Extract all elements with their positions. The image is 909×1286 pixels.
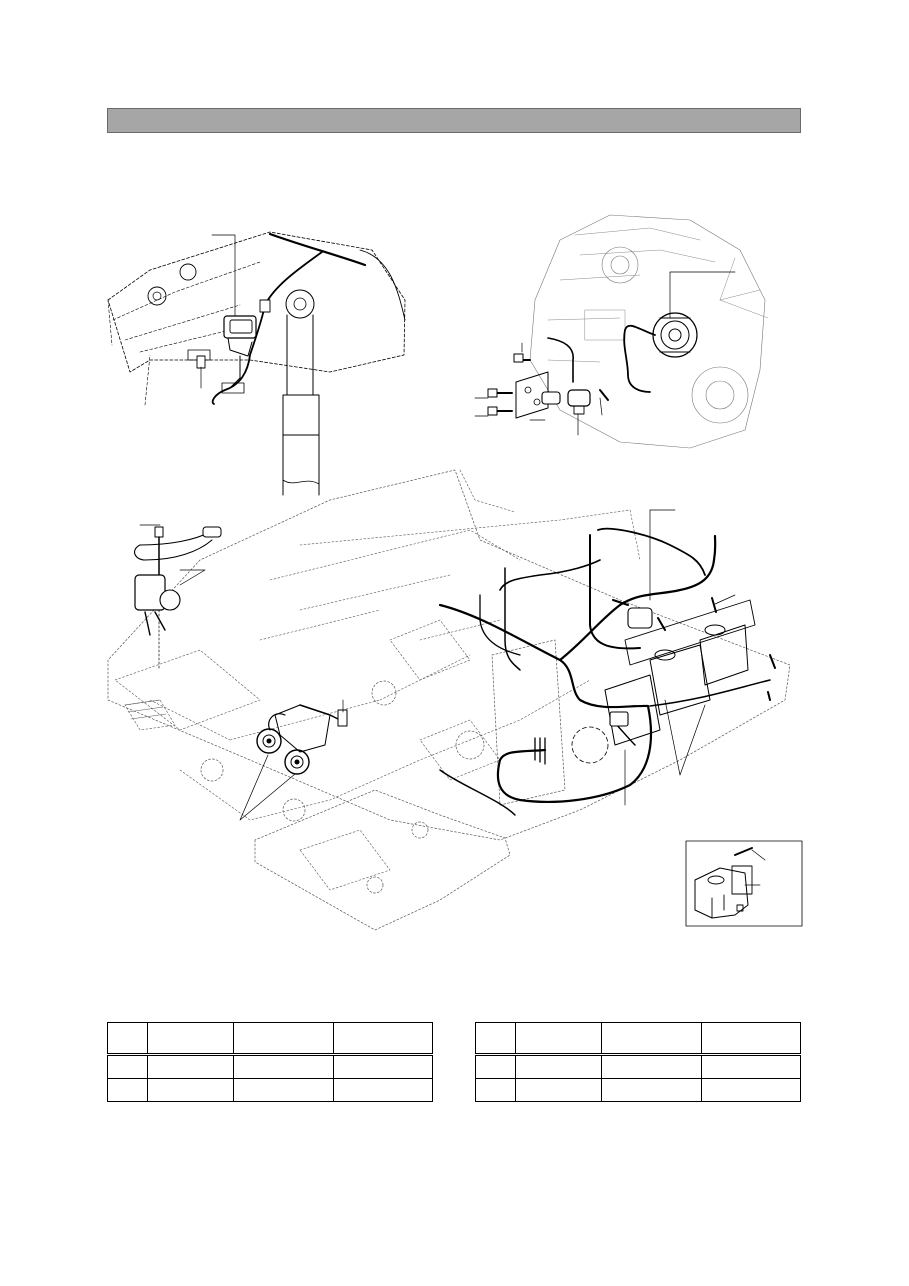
table-row [475,1078,801,1102]
table-cell [475,1054,516,1079]
table-cell [147,1054,234,1079]
section-title-bar [107,108,801,133]
main-harness [438,527,771,816]
table-row [475,1054,801,1079]
table-cell [475,1078,516,1102]
boom-lamp-inset [107,231,406,496]
table-row [107,1054,433,1079]
table-cell [601,1022,702,1056]
parts-table-left [107,1022,433,1102]
table-cell [333,1022,433,1056]
parts-diagram [107,214,803,931]
table-cell [515,1078,602,1102]
detail-inset [685,840,803,927]
table-cell [601,1054,702,1079]
parts-table-right [475,1022,801,1102]
table-cell [701,1022,801,1056]
table-cell [475,1022,516,1056]
table-cell [107,1078,148,1102]
battery-assembly [604,509,776,806]
table-cell [147,1022,234,1056]
table-cell [233,1022,334,1056]
table-cell [107,1022,148,1056]
upper-frame [107,469,791,931]
table-cell [233,1054,334,1079]
left-components [134,524,348,821]
table-cell [333,1054,433,1079]
engine-alternator-inset [474,214,769,449]
table-cell [233,1078,334,1102]
table-cell [515,1054,602,1079]
table-cell [147,1078,234,1102]
table-row [475,1022,801,1056]
table-cell [701,1078,801,1102]
table-cell [701,1054,801,1079]
table-cell [107,1054,148,1079]
table-cell [333,1078,433,1102]
table-cell [601,1078,702,1102]
table-cell [515,1022,602,1056]
table-row [107,1022,433,1056]
table-row [107,1078,433,1102]
